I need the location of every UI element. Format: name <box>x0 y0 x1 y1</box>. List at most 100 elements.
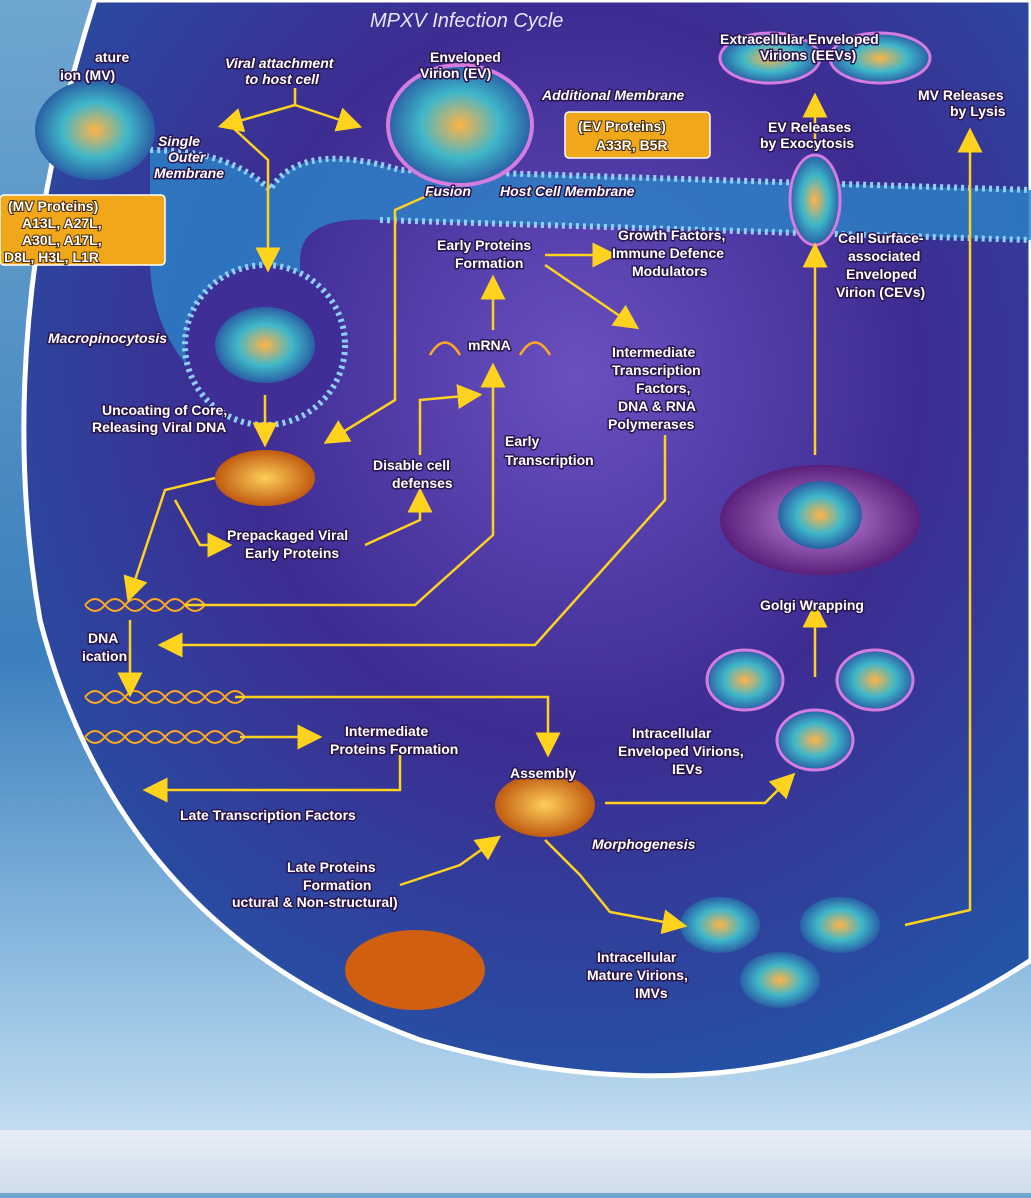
svg-text:Single: Single <box>158 133 200 149</box>
svg-text:A30L, A17L,: A30L, A17L, <box>22 232 102 248</box>
svg-text:IMVs: IMVs <box>635 985 668 1001</box>
dna-strand-2 <box>84 690 246 704</box>
svg-text:Virion (CEVs): Virion (CEVs) <box>836 284 925 300</box>
svg-text:Intracellular: Intracellular <box>632 725 712 741</box>
virion-icon <box>215 307 315 383</box>
svg-text:Outer: Outer <box>168 149 207 165</box>
svg-text:D8L, H3L, L1R: D8L, H3L, L1R <box>4 249 99 265</box>
svg-text:Formation: Formation <box>455 255 523 271</box>
label-early-transcription: Early Transcription <box>504 432 596 470</box>
svg-text:A33R, B5R: A33R, B5R <box>596 137 668 153</box>
enveloped-virion-icon <box>386 63 534 187</box>
label-ievs: Intracellular Enveloped Virions, IEVs <box>617 724 746 779</box>
iev-icon-3 <box>775 708 855 772</box>
svg-text:Factors,: Factors, <box>636 380 690 396</box>
label-ev-releases: EV Releases by Exocytosis <box>759 118 856 153</box>
svg-text:Early Proteins: Early Proteins <box>245 545 339 561</box>
svg-text:by Lysis: by Lysis <box>950 103 1006 119</box>
svg-text:Polymerases: Polymerases <box>608 416 695 432</box>
pathway-arrows <box>117 88 983 935</box>
label-assembly: Assembly <box>510 765 576 781</box>
svg-text:uctural & Non-structural): uctural & Non-structural) <box>232 894 398 910</box>
label-early-proteins: Early Proteins Formation <box>436 236 533 273</box>
bottom-banner <box>0 1130 1031 1193</box>
label-intermediate-proteins: Intermediate Proteins Formation <box>329 722 460 759</box>
svg-text:Early Proteins: Early Proteins <box>437 237 531 253</box>
label-additional-membrane: Additional Membrane <box>541 87 685 103</box>
svg-text:Growth Factors,: Growth Factors, <box>618 227 725 243</box>
svg-text:Early: Early <box>505 433 539 449</box>
svg-text:Mature Virions,: Mature Virions, <box>587 967 688 983</box>
label-golgi-wrapping: Golgi Wrapping <box>760 597 864 613</box>
svg-text:Extracellular Enveloped: Extracellular Enveloped <box>720 31 879 47</box>
svg-text:Proteins Formation: Proteins Formation <box>330 741 458 757</box>
label-late-proteins: Late Proteins Formation uctural & Non-st… <box>231 858 400 912</box>
label-imvs: Intracellular Mature Virions, IMVs <box>586 948 690 1003</box>
svg-text:Transcription: Transcription <box>505 452 594 468</box>
label-intermediate-tf: Intermediate Transcription Factors, DNA … <box>607 343 703 434</box>
svg-text:Modulators: Modulators <box>632 263 708 279</box>
svg-text:Intermediate: Intermediate <box>345 723 428 739</box>
iev-icon-1 <box>705 648 785 712</box>
svg-text:Viral attachment: Viral attachment <box>225 55 335 71</box>
mitochondrion-icon <box>345 930 485 1010</box>
mrna-wave <box>428 341 552 356</box>
svg-text:EV Releases: EV Releases <box>768 119 851 135</box>
mature-virion-icon <box>35 80 155 180</box>
eev-icon <box>718 31 822 85</box>
svg-text:A13L, A27L,: A13L, A27L, <box>22 215 102 231</box>
label-fusion: Fusion <box>425 183 471 199</box>
svg-text:Transcription: Transcription <box>612 362 701 378</box>
svg-text:Disable cell: Disable cell <box>373 457 450 473</box>
label-ev-proteins: (EV Proteins) A33R, B5R <box>577 117 669 154</box>
svg-text:DNA: DNA <box>88 630 118 646</box>
ev-proteins-box <box>564 111 711 159</box>
label-viral-attachment: Viral attachment to host cell <box>224 54 337 89</box>
imv-icon-2 <box>800 897 880 953</box>
svg-text:Formation: Formation <box>303 877 371 893</box>
svg-text:Late Proteins: Late Proteins <box>287 859 376 875</box>
svg-text:Enveloped: Enveloped <box>846 266 917 282</box>
svg-text:MV Releases: MV Releases <box>918 87 1004 103</box>
label-cevs: Cell Surface- associated Enveloped Virio… <box>835 229 927 302</box>
svg-text:ication: ication <box>82 648 127 664</box>
svg-text:Enveloped: Enveloped <box>430 49 501 65</box>
assembly-core-icon <box>495 773 595 837</box>
svg-text:Intermediate: Intermediate <box>612 344 695 360</box>
imv-icon-1 <box>680 897 760 953</box>
label-mrna: mRNA <box>468 337 511 353</box>
label-eevs: Extracellular Enveloped Virions (EEVs) <box>719 30 881 65</box>
label-late-tf: Late Transcription Factors <box>180 807 356 823</box>
label-uncoating: Uncoating of Core, Releasing Viral DNA <box>91 401 229 437</box>
label-enveloped-virion: Enveloped Virion (EV) <box>419 48 503 83</box>
diagram-title: MPXV Infection Cycle <box>370 10 563 32</box>
svg-text:associated: associated <box>848 248 920 264</box>
eev-icon-2 <box>828 31 932 85</box>
imv-icon-3 <box>740 952 820 1008</box>
svg-text:Cell Surface-: Cell Surface- <box>838 230 924 246</box>
dna-strand-3 <box>84 730 246 744</box>
svg-text:Releasing Viral DNA: Releasing Viral DNA <box>92 419 226 435</box>
svg-text:(EV Proteins): (EV Proteins) <box>578 118 666 134</box>
label-mature-virion: ature ion (MV) <box>59 48 131 85</box>
svg-text:by Exocytosis: by Exocytosis <box>760 135 854 151</box>
label-macropinocytosis: Macropinocytosis <box>48 330 167 346</box>
svg-text:Immune Defence: Immune Defence <box>612 245 724 261</box>
svg-text:(MV Proteins): (MV Proteins) <box>8 198 98 214</box>
svg-text:ion (MV): ion (MV) <box>60 67 115 83</box>
mv-proteins-box <box>0 194 166 266</box>
label-disable-defenses: Disable cell defenses <box>372 456 455 493</box>
label-mv-releases: MV Releases by Lysis <box>917 86 1008 121</box>
label-prepackaged: Prepackaged Viral Early Proteins <box>226 526 350 563</box>
svg-text:defenses: defenses <box>392 475 453 491</box>
svg-text:Membrane: Membrane <box>154 165 224 181</box>
svg-text:Virions (EEVs): Virions (EEVs) <box>760 47 856 63</box>
label-single-outer-membrane: Single Outer Membrane <box>153 132 226 183</box>
svg-text:DNA & RNA: DNA & RNA <box>618 398 696 414</box>
svg-text:Virion (EV): Virion (EV) <box>420 65 491 81</box>
label-host-cell-membrane: Host Cell Membrane <box>500 183 635 199</box>
svg-text:Prepackaged Viral: Prepackaged Viral <box>227 527 348 543</box>
svg-text:to host cell: to host cell <box>245 71 320 87</box>
